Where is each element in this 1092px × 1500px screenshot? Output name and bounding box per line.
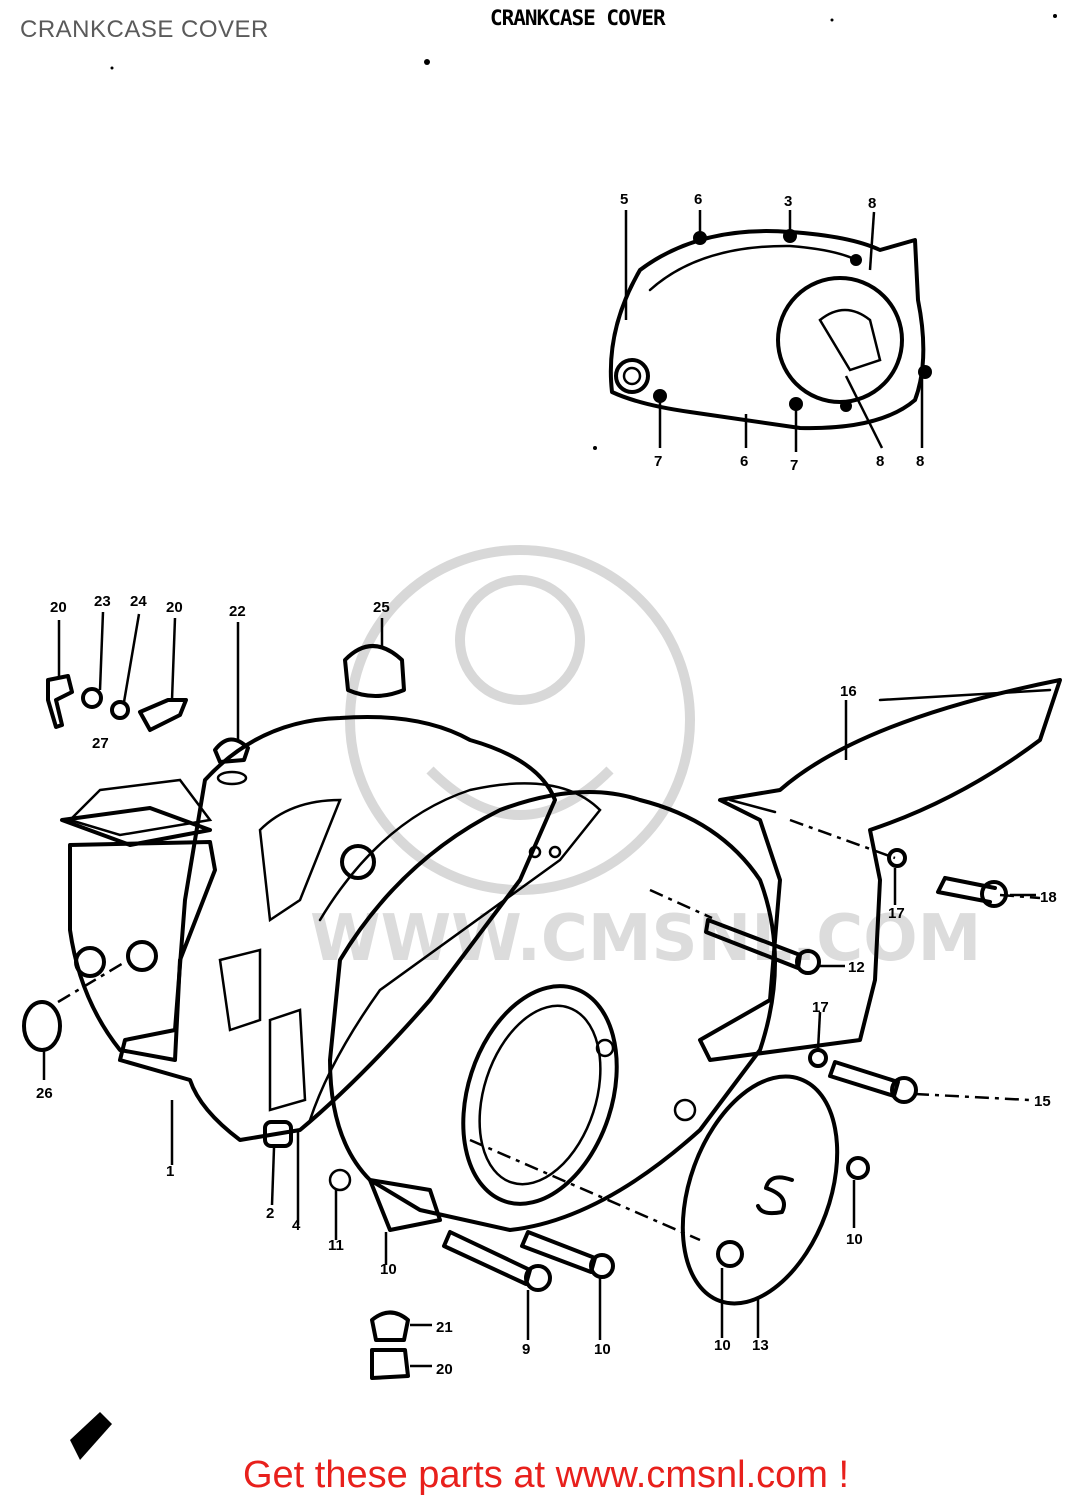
callout-label: 5	[620, 191, 628, 208]
callout-label: 8	[876, 453, 884, 470]
callout-label: 27	[92, 735, 109, 752]
callout-label: 17	[888, 905, 905, 922]
diagram-title: CRANKCASE COVER	[490, 6, 666, 30]
inset-cover-detail	[608, 210, 932, 452]
callout-label: 7	[790, 457, 798, 474]
callout-label: 20	[436, 1361, 453, 1378]
callout-label: 25	[373, 599, 390, 616]
callout-label: 16	[840, 683, 857, 700]
callout-label: 17	[812, 999, 829, 1016]
callout-label: 23	[94, 593, 111, 610]
callout-label: 1	[166, 1163, 174, 1180]
main-callouts: 20 23 24 20 22 25 27 16 17 18 12 17 15 2…	[36, 593, 1057, 1378]
scan-specks	[110, 14, 1057, 450]
callout-label: 8	[868, 195, 876, 212]
callout-label: 10	[714, 1337, 731, 1354]
page-label: CRANKCASE COVER	[20, 16, 269, 43]
callout-label: 10	[594, 1341, 611, 1358]
footer-link[interactable]: Get these parts at www.cmsnl.com !	[242, 1454, 850, 1496]
callout-label: 4	[292, 1217, 301, 1234]
callout-label: 11	[328, 1237, 344, 1254]
watermark-text: WWW.CMSNL.COM	[310, 902, 981, 976]
callout-label: 6	[740, 453, 748, 470]
callout-label: 15	[1034, 1093, 1051, 1110]
callout-label: 8	[916, 453, 924, 470]
callout-label: 13	[752, 1337, 769, 1354]
callout-label: 20	[50, 599, 67, 616]
watermark-logo: WWW.CMSNL.COM	[310, 545, 981, 976]
callout-label: 21	[436, 1319, 453, 1336]
callout-label: 10	[380, 1261, 397, 1278]
inset-callouts: 5 6 3 8 7 6 7 8 8	[620, 191, 924, 474]
callout-label: 20	[166, 599, 183, 616]
callout-label: 10	[846, 1231, 863, 1248]
callout-label: 2	[266, 1205, 274, 1222]
callout-label: 18	[1040, 889, 1057, 906]
crankcase-assembly	[22, 611, 1062, 1460]
callout-label: 12	[848, 959, 865, 976]
callout-label: 7	[654, 453, 662, 470]
callout-label: 6	[694, 191, 702, 208]
callout-label: 3	[784, 193, 792, 210]
callout-label: 22	[229, 603, 246, 620]
callout-label: 24	[130, 593, 147, 610]
callout-label: 26	[36, 1085, 53, 1102]
callout-label: 9	[522, 1341, 530, 1358]
